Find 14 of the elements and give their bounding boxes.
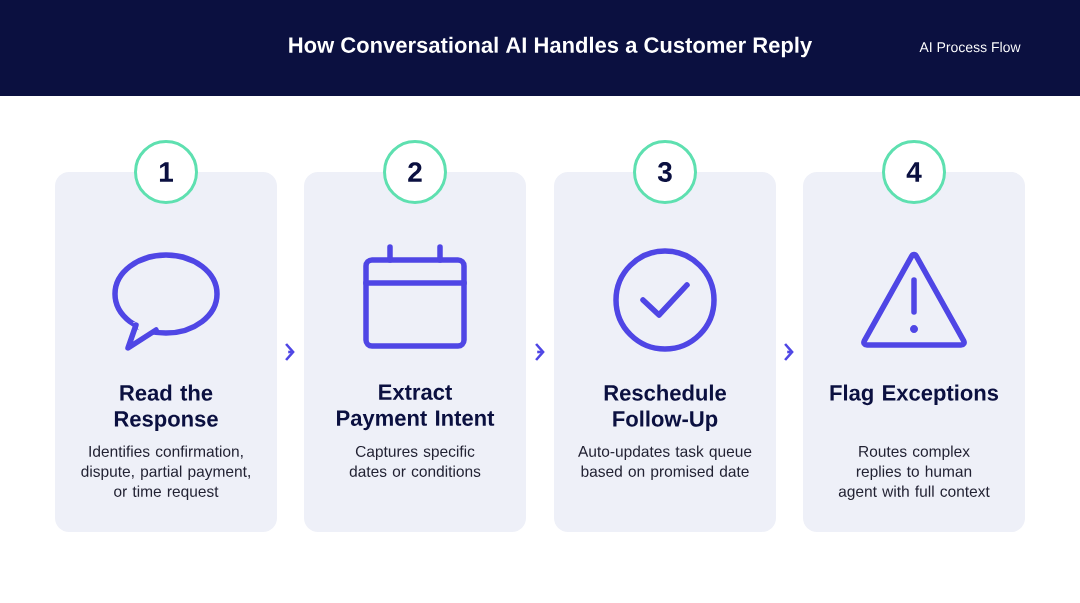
step-number: 3 — [633, 140, 697, 204]
step-title: Flag Exceptions — [830, 384, 999, 406]
step-title: Extract Payment Intent — [337, 384, 495, 431]
step-description: Captures specific dates or conditions — [349, 445, 481, 477]
title: How Conversational AI Handles a Customer Reply — [289, 36, 813, 58]
step-description: Auto-updates task queue based on promised date — [578, 445, 752, 480]
step-title: Reschedule Follow-Up — [604, 384, 726, 432]
header-label: AI Process Flow — [919, 41, 1021, 53]
step-description: Identifies confirmation, dispute, partial payment, or time request — [81, 445, 250, 500]
step-number: 2 — [383, 140, 447, 204]
step-number: 4 — [882, 140, 946, 204]
step-number: 1 — [134, 140, 198, 204]
step-description: Routes complex replies to human agent with full context — [838, 445, 990, 500]
step-title: Read the Response — [114, 384, 218, 432]
